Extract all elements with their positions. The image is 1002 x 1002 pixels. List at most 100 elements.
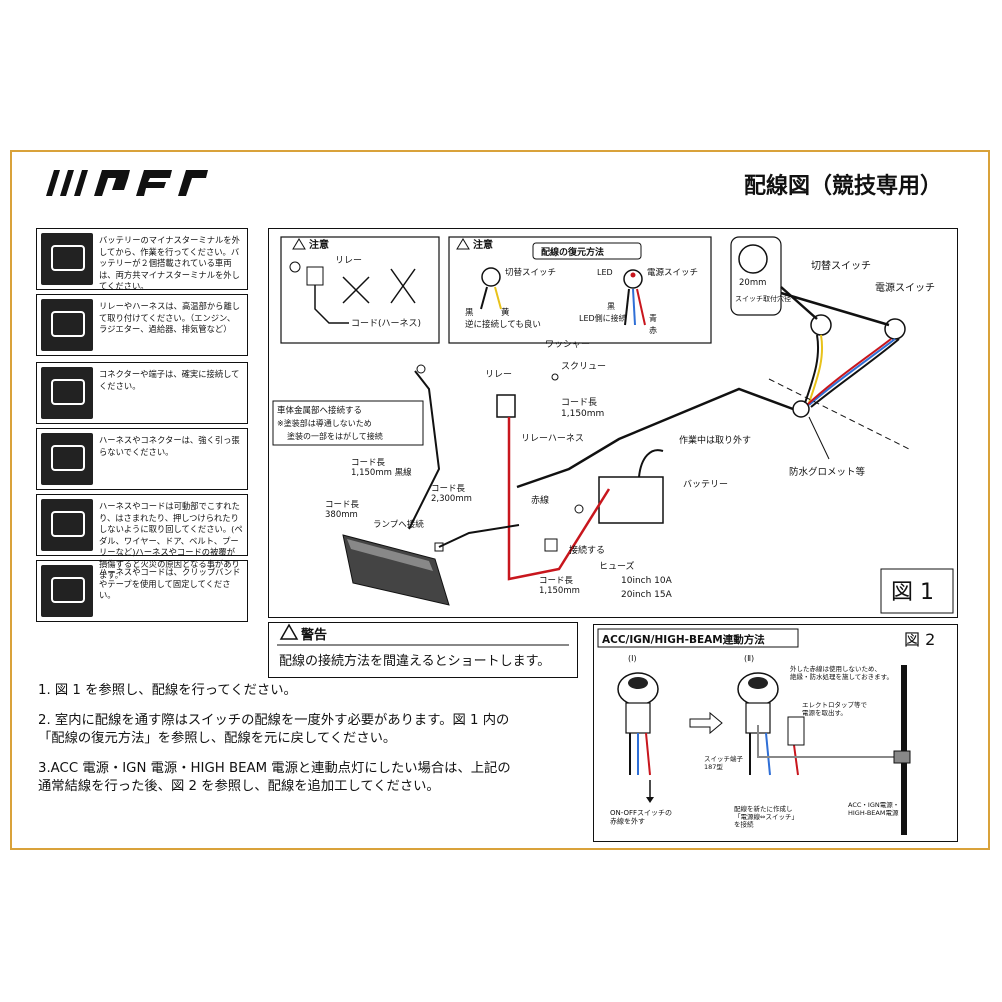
side-note-5: ハーネスやコードは可動部でこすれたり、はさまれたり、押しつけられたりしないように…	[36, 494, 248, 580]
battery-component	[598, 476, 664, 524]
warning-triangle-icon	[292, 238, 306, 250]
caution2-blue: 青	[649, 313, 657, 323]
caution2-yellow: 黄	[501, 307, 510, 318]
instruction-1: 1. 図 1 を参照し、配線を行ってください。	[38, 683, 297, 698]
caution1-relay: リレー	[335, 256, 362, 266]
fig2-electro-tap: エレクトロタップ等で電源を取出す。	[802, 700, 868, 717]
clip-illustration	[41, 565, 93, 617]
battery-illustration	[41, 233, 93, 285]
electro-tap	[893, 750, 911, 764]
label-relay: リレー	[485, 370, 512, 380]
fuse-component	[544, 538, 558, 552]
switch-power-icon	[884, 318, 906, 340]
warning-box: 警告 配線の接続方法を間違えるとショートします。	[268, 622, 578, 678]
hole-circle-icon	[738, 244, 768, 274]
side-note-text: ハーネスやコネクターは、強く引っ張らないでください。	[99, 435, 240, 457]
caution-box-1	[280, 236, 440, 344]
restore-method-box	[532, 242, 642, 260]
label-to-lamp: ランプへ接続	[373, 519, 424, 530]
figure-2: ACC/IGN/HIGH-BEAM連動方法 図 2 (Ⅰ) (Ⅱ) ON-OFF…	[593, 624, 958, 842]
fig2-note-red: 外した赤線は使用しないため、絶縁・防水処理を施しておきます。	[790, 664, 893, 681]
fig2-acc: ACC・IGN電源・HIGH-BEAM電源	[848, 800, 899, 817]
grommet-icon	[792, 400, 810, 418]
switch-i-rocker	[628, 677, 648, 689]
label-switch-change: 切替スイッチ	[811, 259, 871, 272]
fig2-label: 図 2	[904, 630, 935, 649]
switch-ii-rocker	[748, 677, 768, 689]
relay-component	[496, 394, 516, 418]
label-switch-power: 電源スイッチ	[875, 281, 935, 294]
led-icon	[630, 272, 636, 278]
label-body-note1: ※塗装部は導通しないため	[277, 418, 372, 428]
connector-illustration	[41, 367, 93, 419]
hole-box	[730, 236, 782, 316]
body-metal-box	[272, 400, 424, 446]
caution2-black2: 黒	[607, 302, 615, 311]
insulated-red-end	[787, 716, 805, 746]
pull-illustration	[41, 433, 93, 485]
screw-icon	[551, 373, 559, 381]
side-note-1: バッテリーのマイナスターミナルを外してから、作業を行ってください。バッテリーが２…	[36, 228, 248, 291]
warning-triangle-icon	[279, 623, 299, 640]
caution-box-2	[448, 236, 712, 344]
caution2-reverse: 逆に接続しても良い	[465, 319, 541, 330]
figure-1-drawing: 注意 リレー コード(ハーネス) 注意 配線の復元方法 切替スイッチ 黒 黄 逆…	[272, 236, 954, 614]
label-fuse: ヒューズ	[599, 560, 635, 572]
caution2-subtitle: 配線の復元方法	[541, 246, 604, 258]
label-washer: ワッシャー	[545, 340, 590, 350]
fig1-label: 図 1	[891, 580, 934, 605]
label-remove: 作業中は取り外す	[679, 434, 751, 446]
caution2-red: 赤	[649, 326, 657, 335]
label-fuse-10: 10inch 10A	[621, 576, 673, 586]
instruction-3: 3.ACC 電源・IGN 電源・HIGH BEAM 電源と連動点灯にしたい場合は…	[38, 761, 511, 794]
side-note-4: ハーネスやコネクターは、強く引っ張らないでください。	[36, 428, 248, 490]
caution2-led: LED	[597, 268, 613, 277]
label-fuse-20: 20inch 15A	[621, 590, 673, 600]
fig2-new-wire: 配線を新たに作成し「電源線⇔スイッチ」を接続	[734, 804, 798, 829]
hole-label: スイッチ取付穴径	[735, 294, 791, 303]
fig2-step1: (Ⅰ)	[628, 654, 637, 663]
page-title: 配線図（競技専用）	[743, 174, 942, 199]
figure-1: 注意 リレー コード(ハーネス) 注意 配線の復元方法 切替スイッチ 黒 黄 逆…	[268, 228, 958, 618]
logo-mark	[46, 170, 208, 196]
label-body-note2: 塗装の一部をはがして接続	[287, 431, 383, 441]
side-note-text: リレーやハーネスは、高温部から離して取り付けてください。（エンジン、ラジエター、…	[99, 301, 241, 334]
hole-size: 20mm	[739, 278, 766, 288]
label-body-metal: 車体金属部へ接続する	[277, 405, 362, 416]
new-wire	[757, 725, 894, 758]
ground-wire	[408, 370, 441, 530]
side-note-3: コネクターや端子は、確実に接続してください。	[36, 362, 248, 424]
arrow-right-icon	[689, 711, 723, 735]
fig2-onoff: ON-OFFスイッチの赤線を外す	[610, 809, 672, 825]
side-note-text: コネクターや端子は、確実に接続してください。	[99, 369, 240, 391]
instruction-2: 2. 室内に配線を通す際はスイッチの配線を一度外す必要があります。図 1 内の …	[38, 713, 510, 746]
power-switch-icon	[623, 269, 643, 289]
warning-drawing: 警告 配線の接続方法を間違えるとショートします。	[277, 623, 569, 669]
side-note-text: ハーネスやコードは、クリップバンドやテープを使用して固定してください。	[99, 567, 241, 600]
ipf-logo	[38, 168, 208, 206]
side-note-text: バッテリーのマイナスターミナルを外してから、作業を行ってください。バッテリーが２…	[99, 235, 240, 291]
switch-icon	[481, 267, 501, 287]
label-grommet: 防水グロメット等	[789, 466, 866, 478]
caution2-power: 電源スイッチ	[647, 268, 698, 278]
side-note-2: リレーやハーネスは、高温部から離して取り付けてください。（エンジン、ラジエター、…	[36, 294, 248, 356]
warning-triangle-icon	[456, 238, 470, 250]
relay-harness-line	[516, 387, 794, 489]
switch-change-icon	[810, 314, 832, 336]
label-connect: 接続する	[569, 544, 605, 556]
figure-2-drawing: ACC/IGN/HIGH-BEAM連動方法 図 2 (Ⅰ) (Ⅱ) ON-OFF…	[597, 628, 935, 835]
label-battery: バッテリー	[683, 479, 728, 490]
side-note-6: ハーネスやコードは、クリップバンドやテープを使用して固定してください。	[36, 560, 248, 622]
label-screw: スクリュー	[561, 361, 606, 372]
warning-text: 配線の接続方法を間違えるとショートします。	[279, 653, 550, 669]
caution2-black: 黒	[465, 308, 474, 318]
red-power-wire	[507, 417, 611, 581]
side-note-text: ハーネスやコードは可動部でこすれたり、はさまれたり、押しつけられたりしないように…	[99, 501, 243, 580]
lamp-connector	[434, 542, 444, 552]
relay-circle-icon	[289, 261, 301, 273]
